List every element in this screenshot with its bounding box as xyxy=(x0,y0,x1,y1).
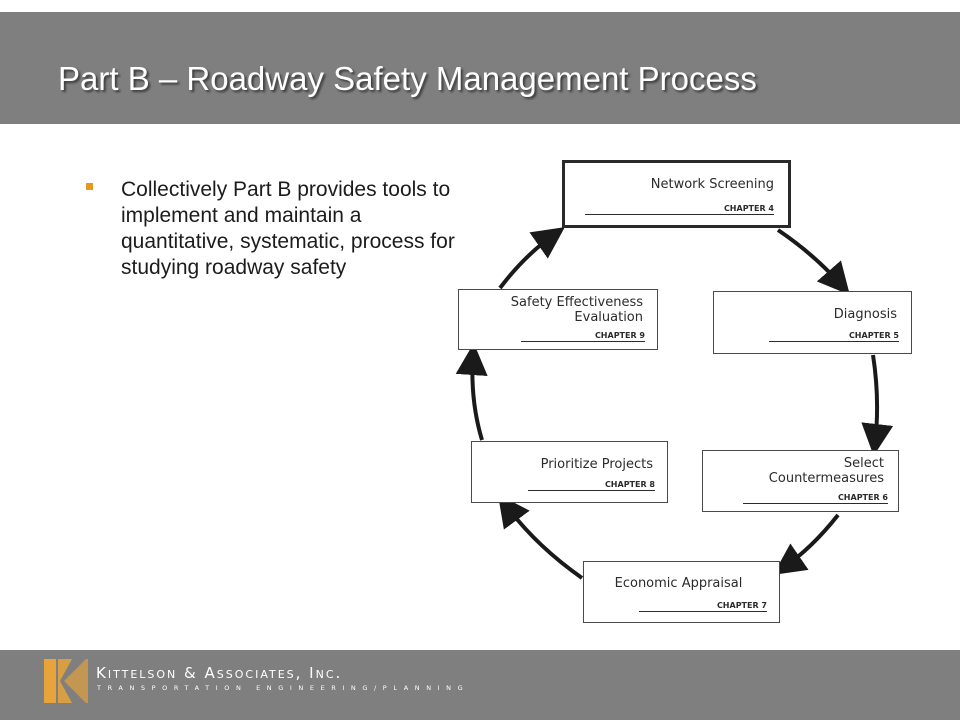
step-prioritize-projects: Prioritize Projects CHAPTER 8 xyxy=(471,441,668,503)
step-network-screening: Network Screening CHAPTER 4 xyxy=(562,160,791,228)
step-title: Diagnosis xyxy=(833,307,897,322)
square-bullet-icon xyxy=(86,183,93,190)
process-cycle-diagram: Network Screening CHAPTER 4 Diagnosis CH… xyxy=(440,150,920,640)
cycle-arrows xyxy=(455,227,894,580)
footer-bar xyxy=(0,650,960,720)
step-chapter: CHAPTER 9 xyxy=(594,331,645,340)
arrow-diagnosis-to-countermeasures xyxy=(861,354,894,456)
kittelson-logo-icon xyxy=(44,659,88,703)
top-band xyxy=(0,0,960,12)
step-select-countermeasures: Select Countermeasures CHAPTER 6 xyxy=(702,450,899,512)
step-chapter: CHAPTER 7 xyxy=(716,601,767,610)
step-title: Select Countermeasures xyxy=(768,456,884,486)
step-chapter: CHAPTER 8 xyxy=(604,480,655,489)
company-tagline: TRANSPORTATION ENGINEERING/PLANNING xyxy=(97,684,470,692)
bullet-text: Collectively Part B provides tools to im… xyxy=(121,178,455,279)
step-underline xyxy=(521,341,645,342)
step-underline xyxy=(528,490,655,491)
arrow-evaluation-to-screening xyxy=(498,227,565,290)
step-underline xyxy=(585,214,774,215)
step-underline xyxy=(769,341,899,342)
step-title: Economic Appraisal xyxy=(614,576,743,591)
arrow-screening-to-diagnosis xyxy=(776,228,850,296)
slide-title: Part B – Roadway Safety Management Proce… xyxy=(58,60,757,97)
step-diagnosis: Diagnosis CHAPTER 5 xyxy=(713,291,912,354)
step-chapter: CHAPTER 5 xyxy=(848,331,899,340)
step-safety-effectiveness-evaluation: Safety Effectiveness Evaluation CHAPTER … xyxy=(458,289,658,350)
step-underline xyxy=(743,503,888,504)
company-name: Kittelson & Associates, Inc. xyxy=(96,664,343,682)
arrow-appraisal-to-prioritize xyxy=(497,494,584,580)
step-economic-appraisal: Economic Appraisal CHAPTER 7 xyxy=(583,561,780,623)
step-underline xyxy=(639,611,767,612)
step-title: Network Screening xyxy=(650,177,774,192)
step-title: Safety Effectiveness Evaluation xyxy=(510,295,643,325)
step-title: Prioritize Projects xyxy=(540,457,653,472)
step-chapter: CHAPTER 4 xyxy=(723,204,774,213)
step-chapter: CHAPTER 6 xyxy=(837,493,888,502)
arrow-prioritize-to-evaluation xyxy=(455,343,488,441)
title-bar xyxy=(0,12,960,124)
arrow-countermeasures-to-appraisal xyxy=(773,513,840,575)
